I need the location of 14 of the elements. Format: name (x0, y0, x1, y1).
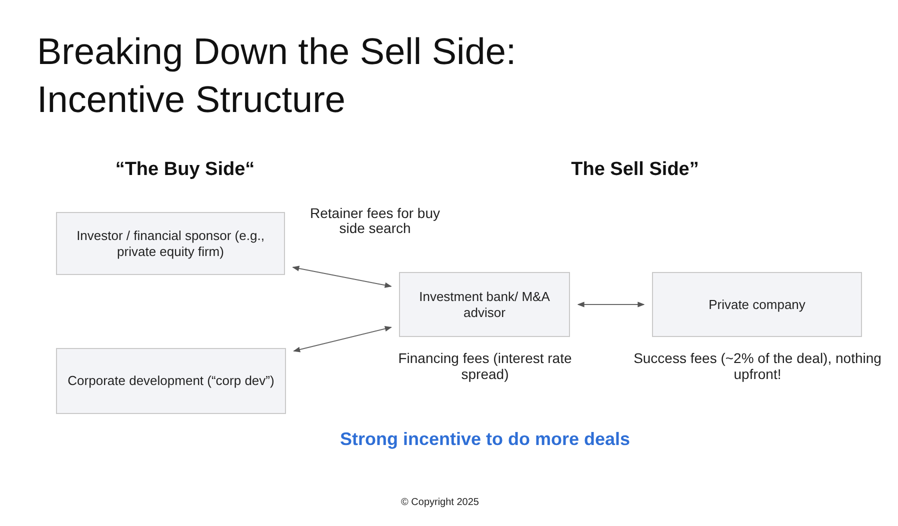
fee-note: Financing fees (interest rate spread) (397, 350, 573, 382)
section-heading: “The Buy Side“ (114, 158, 256, 182)
process-box: Corporate development (“corp dev”) (56, 348, 286, 414)
process-box: Private company (652, 272, 862, 337)
process-box: Investment bank/ M&A advisor (399, 272, 570, 337)
slide-title: Breaking Down the Sell Side: Incentive Structure (37, 30, 518, 122)
double-arrow (293, 326, 392, 352)
section-heading: The Sell Side” (570, 158, 700, 182)
takeaway-text: Strong incentive to do more deals (338, 428, 632, 451)
double-arrow (292, 266, 392, 288)
double-arrow (577, 302, 645, 308)
fee-note: Success fees (~2% of the deal), nothing upfront! (632, 350, 882, 382)
copyright-text: © Copyright 2025 (400, 496, 480, 510)
process-box: Investor / financial sponsor (e.g., private equity firm) (56, 212, 285, 275)
